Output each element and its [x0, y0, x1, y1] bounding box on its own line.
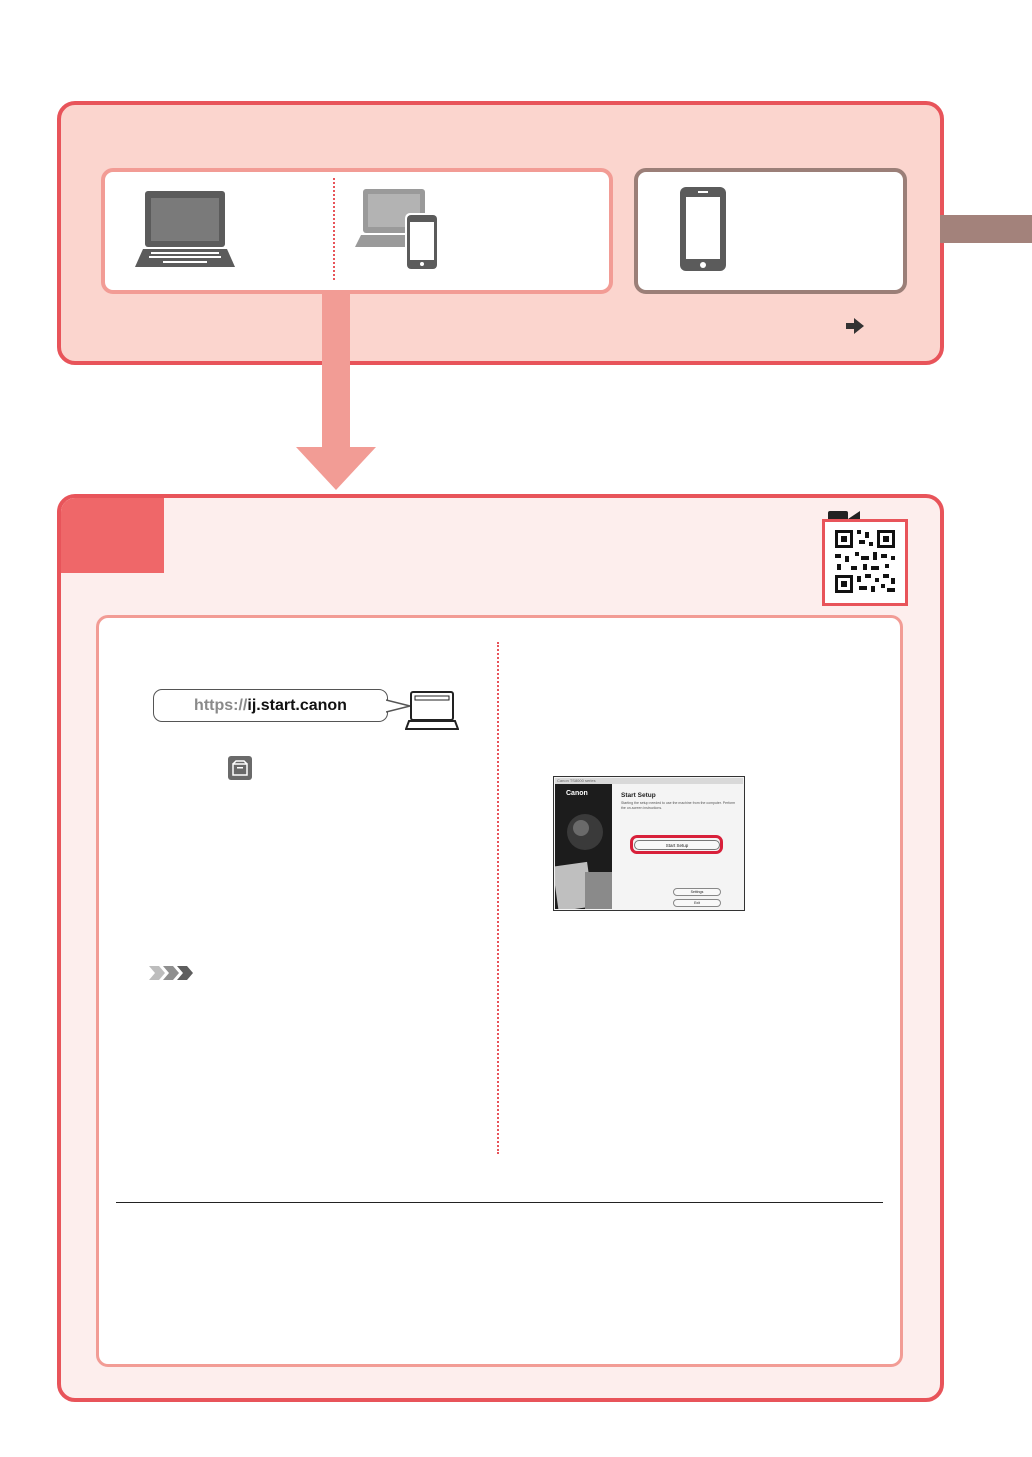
device-divider	[333, 178, 335, 280]
section-rule	[116, 1202, 883, 1203]
start-setup-highlight	[630, 835, 723, 854]
side-tab	[940, 215, 1032, 243]
start-setup-button[interactable]: Start Setup	[634, 840, 720, 850]
window-description: Starting the setup needed to use the mac…	[621, 801, 736, 810]
setup-url-callout[interactable]: https://ij.start.canon	[153, 689, 388, 722]
flow-down-arrow	[296, 290, 376, 490]
laptop-icon	[405, 691, 459, 730]
step-number-tab	[61, 498, 164, 573]
laptop-and-phone-icon	[355, 189, 439, 271]
smartphone-icon	[680, 187, 726, 271]
laptop-icon	[135, 191, 235, 267]
note-chevrons-icon	[149, 966, 193, 980]
canon-logo-text: Canon	[566, 790, 588, 797]
instructions-card	[96, 615, 903, 1367]
url-host: ij.start.canon	[247, 696, 347, 714]
arrow-right-icon[interactable]	[846, 318, 864, 334]
installer-box-icon	[228, 756, 252, 780]
url-scheme: https://	[194, 696, 248, 714]
settings-button[interactable]: Settings	[673, 888, 721, 896]
smartphone-option-box[interactable]	[634, 168, 907, 294]
window-photo-panel	[555, 784, 612, 909]
qr-code-icon	[835, 530, 895, 593]
exit-button[interactable]: Exit	[673, 899, 721, 907]
window-heading: Start Setup	[621, 792, 656, 799]
column-divider	[497, 642, 499, 1154]
qr-code[interactable]	[822, 519, 908, 606]
window-titlebar: Canon TS8000 series	[555, 778, 743, 784]
